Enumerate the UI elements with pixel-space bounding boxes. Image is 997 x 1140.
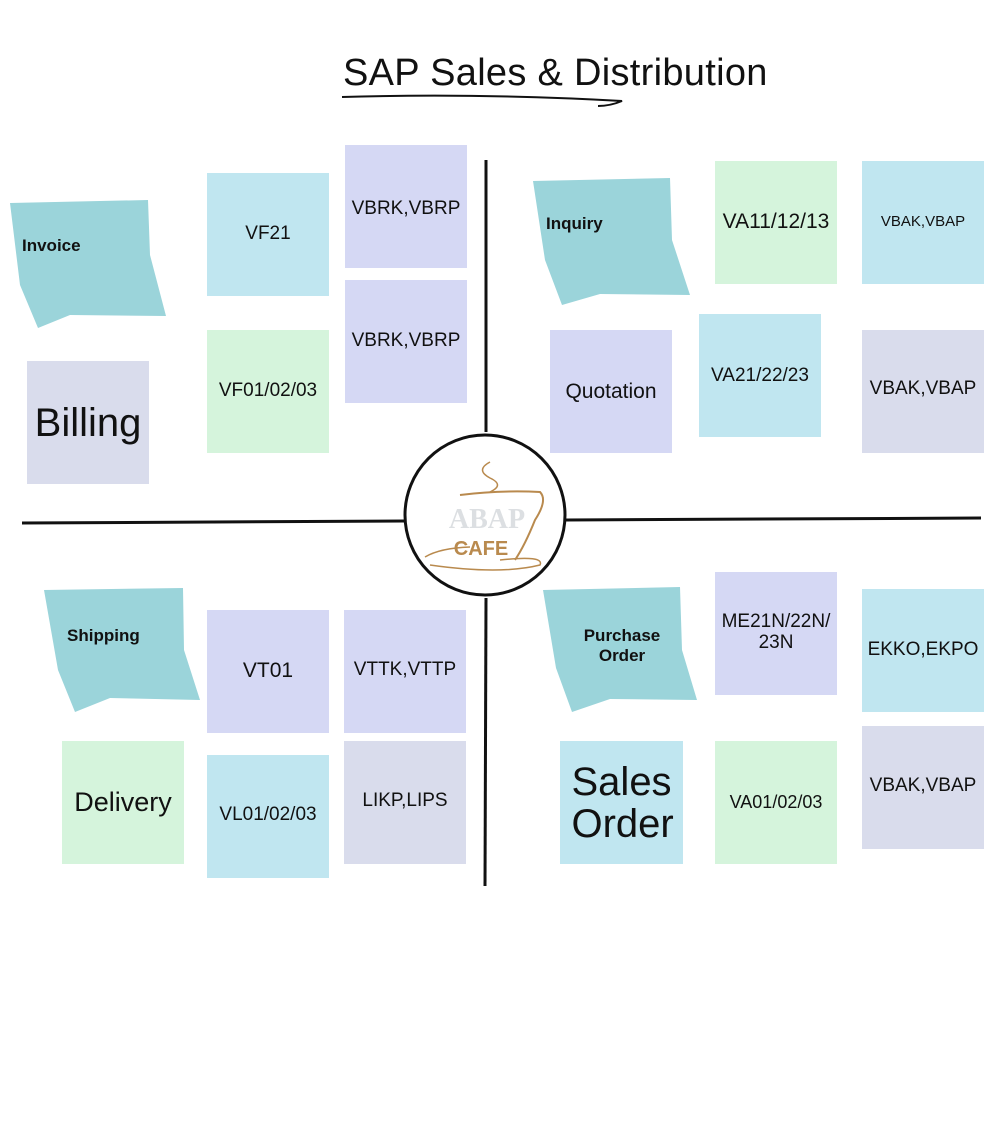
purchase-order-note-shape: [543, 587, 697, 712]
vttk-vttp-note: VTTK,VTTP: [344, 610, 466, 733]
vbak-vbap-inquiry-note: VBAK,VBAP: [862, 161, 984, 284]
abap-cafe-logo: ABAP CAFE: [403, 433, 567, 597]
vbak-vbap-quotation-note: VBAK,VBAP: [862, 330, 984, 453]
vbrk-vbrp-note-2: VBRK,VBRP: [345, 280, 467, 403]
vt01-note: VT01: [207, 610, 329, 733]
ekko-ekpo-note: EKKO,EKPO: [862, 589, 984, 712]
inquiry-note-shape: [533, 178, 690, 305]
invoice-label: Invoice: [22, 236, 81, 255]
vbak-vbap-order-note: VBAK,VBAP: [862, 726, 984, 849]
billing-note: Billing: [27, 361, 149, 484]
logo-cafe-text: CAFE: [454, 538, 508, 560]
va01-note: VA01/02/03: [715, 741, 837, 864]
page-title: SAP Sales & Distribution: [343, 52, 768, 94]
vt01-label: VT01: [242, 659, 294, 682]
divider-horizontal-right: [565, 516, 982, 522]
vbrk-vbrp-label-1: VBRK,VBRP: [351, 198, 461, 219]
vbrk-vbrp-note-1: VBRK,VBRP: [345, 145, 467, 268]
va21-label: VA21/22/23: [711, 365, 809, 386]
me21n-note: ME21N/22N/ 23N: [715, 572, 837, 695]
divider-horizontal-left: [21, 519, 405, 525]
logo-abap-text: ABAP: [449, 504, 525, 535]
vl01-note: VL01/02/03: [207, 755, 329, 878]
likp-lips-label: LIKP,LIPS: [362, 790, 448, 811]
vttk-vttp-label: VTTK,VTTP: [353, 659, 457, 680]
delivery-note: Delivery: [62, 741, 184, 864]
quotation-note: Quotation: [550, 330, 672, 453]
sales-order-note: Sales Order: [560, 741, 683, 864]
shipping-note-shape: [44, 588, 200, 712]
vbak-vbap-quotation-label: VBAK,VBAP: [869, 378, 977, 399]
vbak-vbap-inquiry-label: VBAK,VBAP: [880, 213, 966, 230]
vbak-vbap-order-label: VBAK,VBAP: [869, 775, 977, 796]
vl01-label: VL01/02/03: [219, 804, 317, 825]
vbrk-vbrp-label-2: VBRK,VBRP: [351, 330, 461, 351]
purchase-order-label: Purchase Order: [583, 626, 661, 665]
sales-order-label: Sales Order: [571, 759, 674, 846]
title-underline: [341, 94, 623, 107]
likp-lips-note: LIKP,LIPS: [344, 741, 466, 864]
me21n-label: ME21N/22N/ 23N: [721, 611, 831, 653]
va21-note: VA21/22/23: [699, 314, 821, 437]
inquiry-label: Inquiry: [546, 214, 603, 233]
shipping-label: Shipping: [67, 626, 140, 645]
invoice-note-shape: [10, 200, 166, 328]
vf21-note: VF21: [207, 173, 329, 296]
va11-label: VA11/12/13: [722, 210, 830, 233]
va11-note: VA11/12/13: [715, 161, 837, 284]
vf01-note: VF01/02/03: [207, 330, 329, 453]
divider-vertical-bottom: [483, 597, 488, 887]
